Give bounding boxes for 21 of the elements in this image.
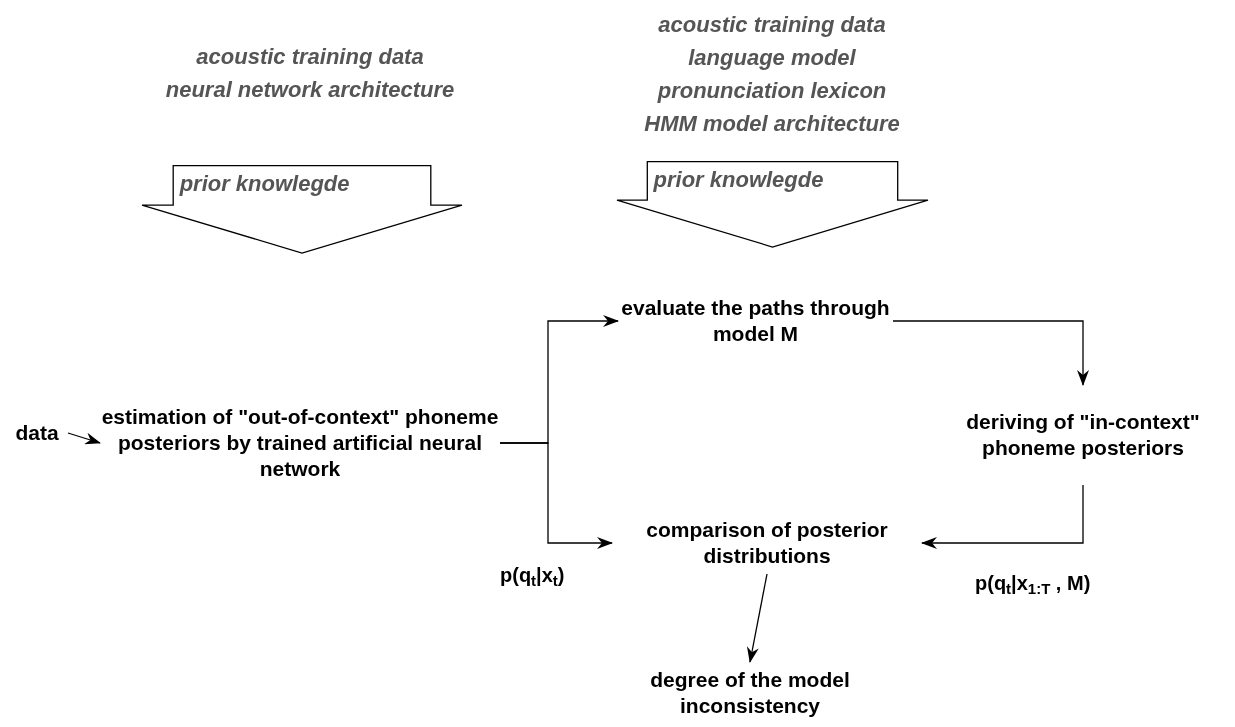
step-text: estimation of "out-of-context" phoneme posteriors by trained artificial neural network — [100, 404, 500, 482]
arrow-text: prior knowlegde — [653, 166, 824, 194]
step-text: deriving of "in-context" phoneme posteriors — [965, 409, 1201, 461]
arrow — [746, 573, 768, 663]
input-item-text: pronunciation lexicon — [657, 77, 887, 105]
input-item-text: acoustic training data — [658, 11, 886, 39]
input-item-text: language model — [688, 44, 856, 72]
step-text: degree of the model inconsistency — [649, 667, 851, 719]
input-item-text: neural network architecture — [165, 76, 455, 104]
arrow — [499, 442, 613, 549]
arrow — [67, 432, 101, 445]
input-item-text: acoustic training data — [196, 43, 424, 71]
input-item-text: HMM model architecture — [644, 110, 900, 138]
arrow-text: prior knowlegde — [179, 170, 350, 198]
step-text: comparison of posterior distributions — [645, 517, 889, 569]
block-arrow — [141, 165, 463, 254]
step-text: evaluate the paths through model M — [620, 295, 891, 347]
arrow — [921, 484, 1084, 549]
block-arrow — [616, 161, 929, 248]
arrow — [892, 320, 1089, 386]
step-text: data — [15, 420, 59, 446]
